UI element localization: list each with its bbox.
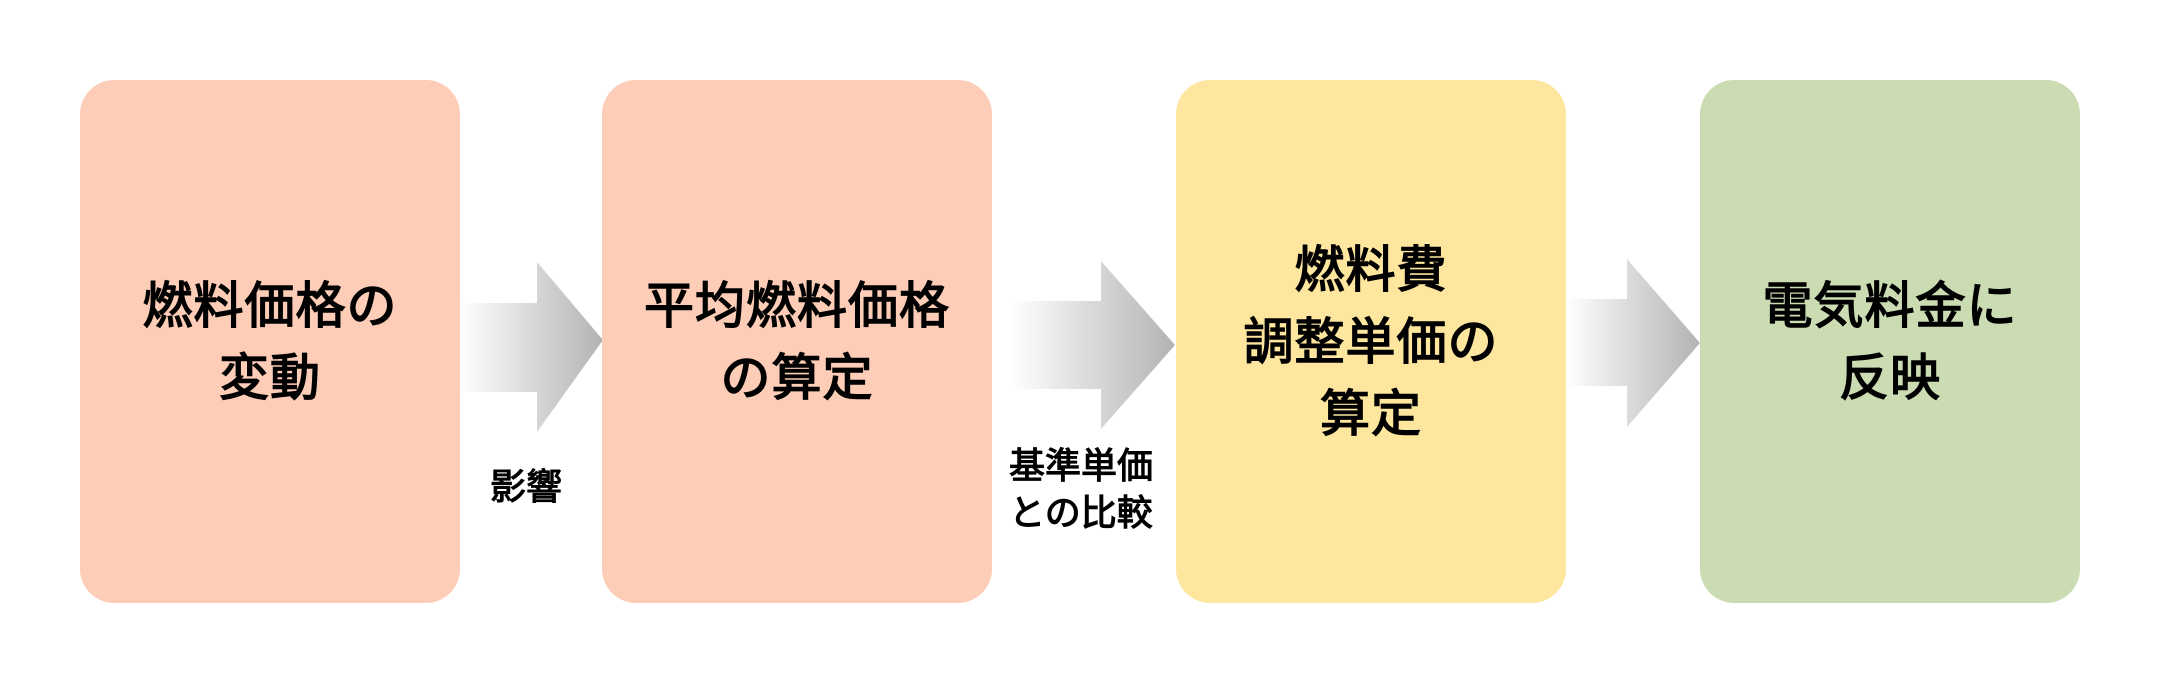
step-label: 燃料費 調整単価の 算定 [1243, 240, 1499, 443]
arrow-right-icon [1566, 259, 1700, 427]
step-fuel-cost-adjustment-unit-price-calculation: 燃料費 調整単価の 算定 [1176, 80, 1566, 603]
step-fuel-price-change: 燃料価格の 変動 [80, 80, 460, 603]
arrow-label-comparison-with-base-price: 基準単価 との比較 [1008, 446, 1153, 534]
step-reflect-in-electricity-bill: 電気料金に 反映 [1700, 80, 2080, 603]
step-average-fuel-price-calculation: 平均燃料価格 の算定 [602, 80, 992, 603]
arrow-label-impact: 影響 [489, 467, 562, 508]
step-label: 電気料金に 反映 [1762, 276, 2018, 407]
step-label: 燃料価格の 変動 [142, 276, 398, 407]
arrow-right-icon [460, 262, 603, 432]
step-label: 平均燃料価格 の算定 [644, 276, 950, 407]
arrow-right-icon [1010, 261, 1175, 429]
